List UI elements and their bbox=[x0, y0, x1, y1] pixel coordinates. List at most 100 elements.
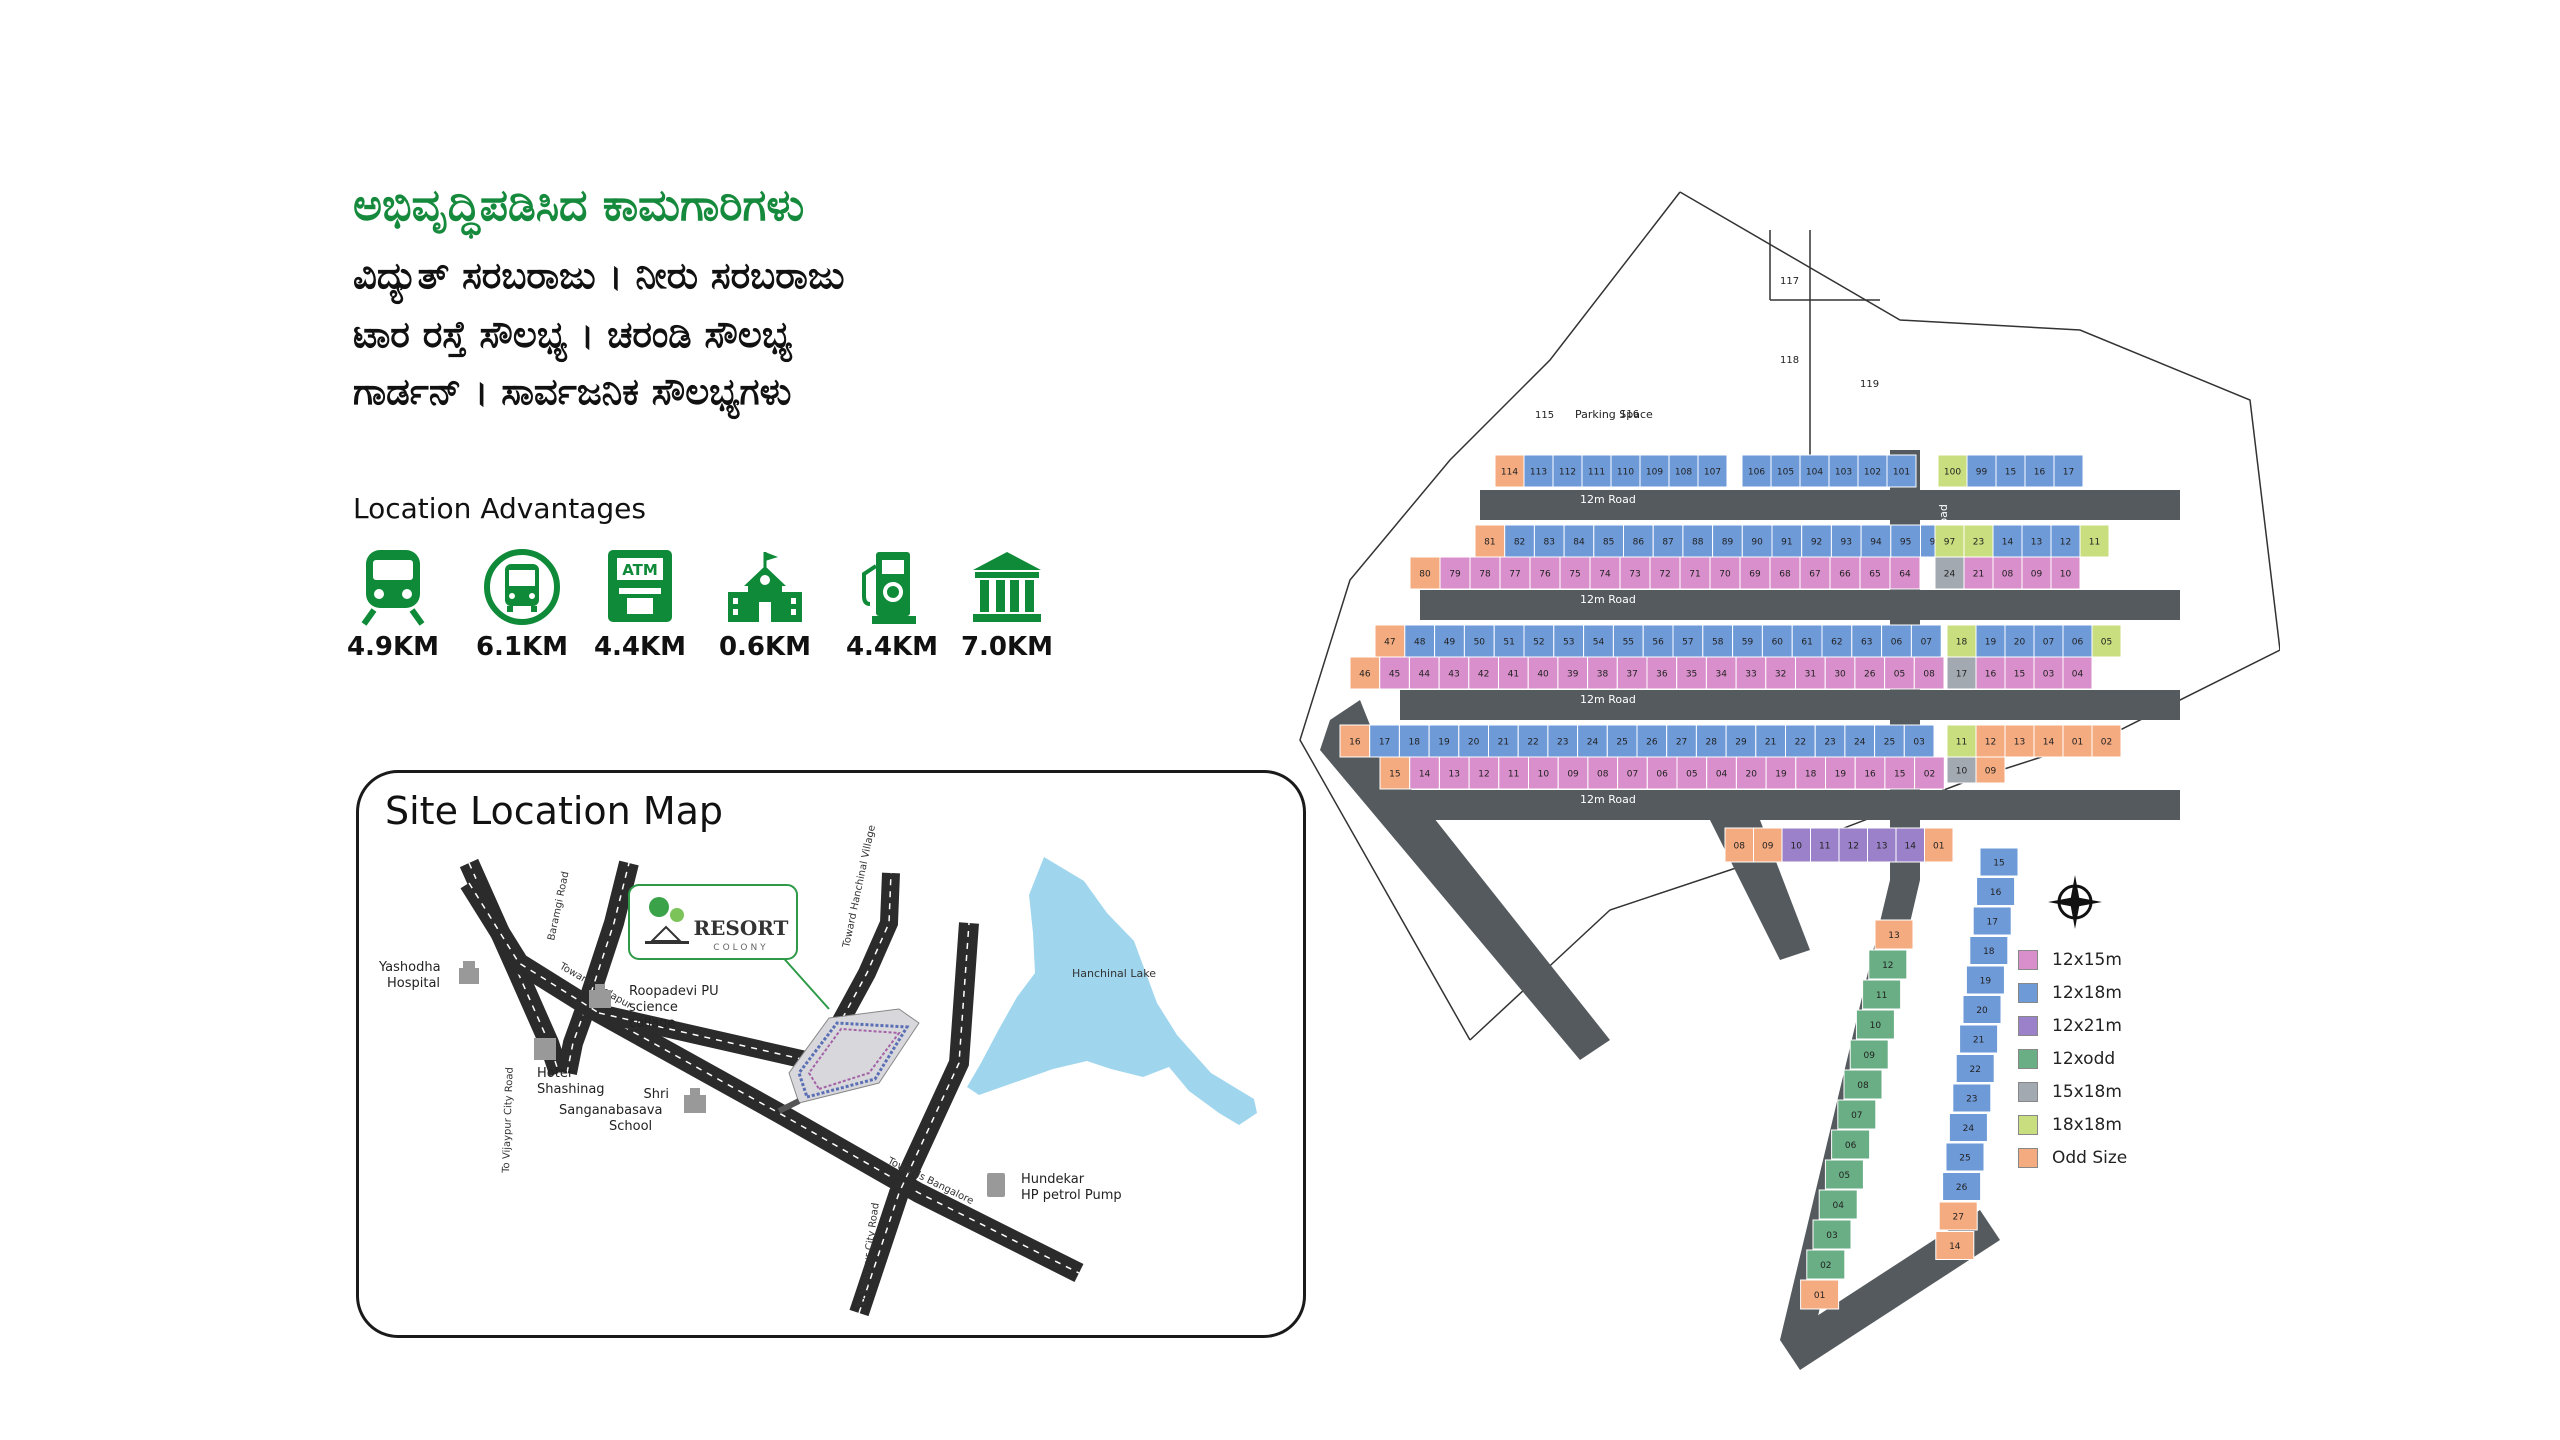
plot-34: 34 bbox=[1705, 656, 1737, 690]
plot-24: 24 bbox=[1948, 1113, 1988, 1142]
svg-text:12: 12 bbox=[1478, 770, 1489, 780]
plot-11: 11 bbox=[1498, 756, 1530, 790]
road-label: 12m Road bbox=[1580, 493, 1636, 506]
plot-boundary bbox=[1299, 191, 2280, 1041]
plot-22: 22 bbox=[1955, 1054, 1995, 1083]
road-label: 12m Road bbox=[1580, 593, 1636, 606]
svg-text:23: 23 bbox=[1966, 1095, 1977, 1105]
svg-text:55: 55 bbox=[1623, 638, 1634, 648]
resort-colony-callout: RESORT COLONY bbox=[628, 884, 798, 960]
svg-text:90: 90 bbox=[1751, 538, 1763, 548]
svg-text:08: 08 bbox=[1923, 670, 1935, 680]
plot-25: 25 bbox=[1606, 724, 1638, 758]
svg-text:09: 09 bbox=[1762, 842, 1774, 852]
svg-text:63: 63 bbox=[1861, 638, 1872, 648]
plot-30: 30 bbox=[1824, 656, 1856, 690]
svg-text:88: 88 bbox=[1692, 538, 1704, 548]
plot-15: 15 bbox=[1979, 847, 2019, 877]
svg-text:38: 38 bbox=[1597, 670, 1609, 680]
svg-text:113: 113 bbox=[1530, 468, 1547, 478]
svg-text:47: 47 bbox=[1384, 638, 1395, 648]
svg-text:03: 03 bbox=[1826, 1231, 1837, 1241]
svg-text:21: 21 bbox=[1498, 738, 1509, 748]
plot-113: 113 bbox=[1523, 454, 1554, 488]
bus-icon bbox=[484, 549, 560, 625]
plot-40: 40 bbox=[1527, 656, 1559, 690]
plot-04: 04 bbox=[1818, 1189, 1858, 1220]
svg-text:110: 110 bbox=[1617, 468, 1634, 478]
plot-19: 19 bbox=[1428, 724, 1460, 758]
plot-14: 14 bbox=[1992, 524, 2023, 558]
svg-text:17: 17 bbox=[2063, 468, 2074, 478]
svg-text:04: 04 bbox=[2072, 670, 2084, 680]
svg-text:06: 06 bbox=[1656, 770, 1668, 780]
advantage-school: 0.6KM bbox=[710, 548, 820, 662]
distance-label: 7.0KM bbox=[960, 632, 1054, 662]
plot-26: 26 bbox=[1854, 656, 1886, 690]
plot-109: 109 bbox=[1639, 454, 1670, 488]
svg-text:24: 24 bbox=[1587, 738, 1599, 748]
svg-text:48: 48 bbox=[1414, 638, 1426, 648]
site-map-title: Site Location Map bbox=[385, 789, 724, 833]
svg-text:68: 68 bbox=[1779, 570, 1791, 580]
plot-56: 56 bbox=[1642, 624, 1674, 658]
plot-58: 58 bbox=[1702, 624, 1734, 658]
svg-text:93: 93 bbox=[1841, 538, 1852, 548]
plot-46: 46 bbox=[1349, 656, 1381, 690]
svg-text:39: 39 bbox=[1567, 670, 1579, 680]
svg-text:19: 19 bbox=[1985, 638, 1997, 648]
location-advantages-title: Location Advantages bbox=[353, 492, 646, 525]
svg-text:09: 09 bbox=[1985, 767, 1997, 777]
svg-text:42: 42 bbox=[1478, 670, 1489, 680]
plot-13: 13 bbox=[1867, 827, 1897, 863]
page-heading: ಅಭಿವೃದ್ಧಿಪಡಿಸಿದ ಕಾಮಗಾರಿಗಳು bbox=[353, 180, 805, 231]
svg-text:73: 73 bbox=[1629, 570, 1640, 580]
plot-21: 21 bbox=[1963, 556, 1994, 590]
svg-text:21: 21 bbox=[1765, 738, 1776, 748]
plot-13: 13 bbox=[1874, 919, 1914, 950]
plot-44: 44 bbox=[1408, 656, 1440, 690]
svg-text:15: 15 bbox=[2014, 670, 2025, 680]
svg-text:07: 07 bbox=[2043, 638, 2054, 648]
plot-110: 110 bbox=[1610, 454, 1641, 488]
plot-62: 62 bbox=[1821, 624, 1853, 658]
svg-text:10: 10 bbox=[1791, 842, 1803, 852]
plot-23: 23 bbox=[1952, 1083, 1992, 1113]
svg-text:92: 92 bbox=[1811, 538, 1822, 548]
svg-text:74: 74 bbox=[1599, 570, 1611, 580]
plot-12: 12 bbox=[1868, 949, 1908, 980]
svg-text:86: 86 bbox=[1633, 538, 1645, 548]
legend-item: Odd Size bbox=[2018, 1141, 2127, 1174]
svg-text:21: 21 bbox=[1973, 570, 1984, 580]
svg-text:13: 13 bbox=[2014, 738, 2025, 748]
svg-text:35: 35 bbox=[1686, 670, 1697, 680]
svg-text:22: 22 bbox=[1795, 738, 1806, 748]
plot-51: 51 bbox=[1493, 624, 1525, 658]
plot-105: 105 bbox=[1770, 454, 1801, 488]
svg-text:26: 26 bbox=[1864, 670, 1876, 680]
plot-54: 54 bbox=[1583, 624, 1614, 658]
plot-size-legend: 12x15m 12x18m 12x21m 12xodd 15x18m 18x18… bbox=[2018, 875, 2127, 1174]
plot-55: 55 bbox=[1612, 624, 1644, 658]
svg-text:14: 14 bbox=[1905, 842, 1917, 852]
svg-text:09: 09 bbox=[1863, 1051, 1875, 1061]
plot-83: 83 bbox=[1533, 524, 1565, 558]
plot-11: 11 bbox=[1862, 979, 1902, 1010]
plot-67: 67 bbox=[1799, 556, 1831, 590]
plot-18: 18 bbox=[1969, 936, 2009, 965]
site-plan: 12m Road 12m Road 12m Road 12m Road 12m … bbox=[1299, 191, 2280, 1370]
plot-76: 76 bbox=[1529, 556, 1561, 590]
plot-03: 03 bbox=[1812, 1219, 1852, 1250]
svg-text:06: 06 bbox=[1891, 638, 1903, 648]
distance-label: 4.4KM bbox=[593, 632, 687, 662]
plot-10: 10 bbox=[1781, 827, 1811, 863]
svg-text:54: 54 bbox=[1593, 638, 1605, 648]
plot-106: 106 bbox=[1741, 454, 1772, 488]
plot-25: 25 bbox=[1945, 1142, 1985, 1172]
svg-text:52: 52 bbox=[1533, 638, 1544, 648]
plot-17: 17 bbox=[1972, 906, 2012, 936]
svg-text:43: 43 bbox=[1448, 670, 1459, 680]
svg-text:100: 100 bbox=[1944, 468, 1961, 478]
